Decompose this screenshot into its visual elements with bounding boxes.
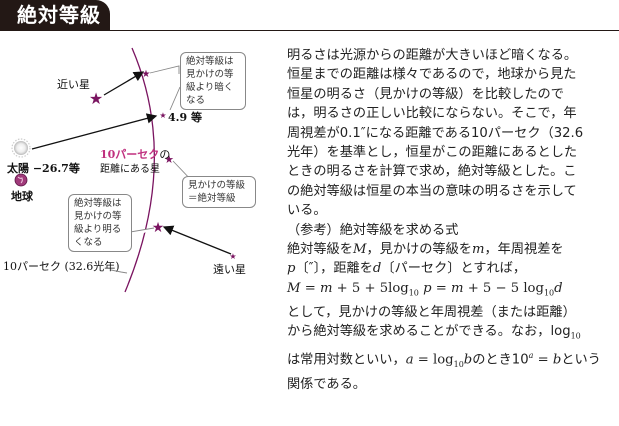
var-b: b <box>463 352 473 368</box>
var-M: M <box>352 242 367 258</box>
bubble-far-star: 絶対等級は 見かけの等 級より明る くなる <box>68 194 132 252</box>
text-line: 恒星の明るさ（見かけの等級）を比較したので <box>287 86 564 102</box>
text: ，見かけの等級を <box>366 242 472 258</box>
text: 〔パーセク〕とすれば， <box>381 261 527 277</box>
f: = <box>431 280 451 296</box>
f: = <box>300 280 320 296</box>
f: 10 <box>408 288 419 298</box>
var-b: b <box>552 352 562 368</box>
f: d <box>554 280 563 296</box>
f: m <box>319 280 333 296</box>
earth-label: 地球 <box>11 190 33 203</box>
text: ，年周視差を <box>484 242 564 258</box>
bubble-line: 絶対等級は <box>74 198 122 209</box>
ten-parsec-highlight: 10パーセク <box>100 148 160 161</box>
far-star-icon: ★ <box>229 252 236 261</box>
bubble-ten-parsec: 見かけの等級 ＝絶対等級 <box>182 176 256 208</box>
f: p <box>418 280 432 296</box>
text-line: は常用対数といい，a = log10bのとき10a = bという <box>287 346 617 374</box>
text: から絶対等級を求めることができる。なお，log <box>287 324 571 340</box>
far-star-arrow <box>162 225 232 255</box>
sun-label: 太陽 −26.7等 <box>7 162 80 175</box>
f: 10 <box>543 288 555 298</box>
text-line: 明るさは光源からの距離が大きいほど暗くなる。 <box>287 48 578 63</box>
reference-heading: （参考）絶対等級を求める式 <box>287 222 459 238</box>
text: 絶対等級を <box>287 242 353 258</box>
bubble-line: 見かけの等 <box>186 69 234 80</box>
far-star-moved-icon: ★ <box>152 220 165 236</box>
bubble-line: 級より暗く <box>186 82 234 93</box>
section-header-tab: 絶対等級 <box>0 0 110 31</box>
f: + 5 − 5 log <box>463 280 544 296</box>
formula-intro-2: p〔″〕，距離をd〔パーセク〕とすれば， <box>287 259 617 278</box>
sup: a <box>528 351 534 361</box>
ten-parsec-line2: 距離にある星 <box>100 164 160 175</box>
text-line: 関係である。 <box>287 376 366 392</box>
magnitude-label: 4.9 等 <box>168 111 202 124</box>
text: という <box>561 352 601 368</box>
near-star-icon: ★ <box>89 89 103 108</box>
text-line: 恒星までの距離は様々であるので，地球から見た <box>287 67 577 83</box>
bubble-line: 見かけの等級 <box>188 180 246 191</box>
text: = log <box>413 352 454 368</box>
f: + 5 + 5log <box>332 280 409 296</box>
formula: M = m + 5 + 5log10 p = m + 5 − 5 log10d <box>287 279 617 303</box>
bubble-line: ＝絶対等級 <box>188 193 236 204</box>
absolute-magnitude-diagram: ★ ★ ★ ★ ★ ★ 近い星 4.9 等 太陽 −26.7等 地球 10パーセ… <box>0 34 270 294</box>
text: = <box>533 352 553 368</box>
magnitude-star-icon: ★ <box>159 111 166 120</box>
var-m: m <box>471 242 485 258</box>
bubble-line: くなる <box>74 237 103 248</box>
bubble-line: 絶対等級は <box>186 56 234 67</box>
header-divider <box>0 30 619 31</box>
far-star-label: 遠い星 <box>213 263 246 276</box>
sun-arrow <box>31 113 158 150</box>
ten-parsec-star-label: 10パーセクの 距離にある星 <box>100 148 170 177</box>
arc-distance-label: 10パーセク (32.6光年) <box>3 260 120 273</box>
f: m <box>450 280 464 296</box>
explanation-text: 明るさは光源からの距離が大きいほど暗くなる。 恒星までの距離は様々であるので，地… <box>287 46 617 394</box>
text-line: の絶対等級は恒星の本当の意味の明るさを示して <box>287 183 577 199</box>
text: 〔″〕，距離を <box>295 261 373 277</box>
ten-parsec-suffix: の <box>159 148 171 161</box>
section-title: 絶対等級 <box>17 3 101 27</box>
text: は常用対数といい， <box>287 352 406 368</box>
var-a: a <box>405 352 414 368</box>
diagram-graphics: ★ ★ ★ ★ ★ ★ <box>11 47 237 293</box>
text-line: ときの明るさを計算で求め，絶対等級とした。こ <box>287 164 577 180</box>
bubble-line: なる <box>186 95 206 106</box>
sub: 10 <box>570 331 581 341</box>
f: M <box>287 280 301 296</box>
text: のとき10 <box>472 352 529 368</box>
var-d: d <box>372 261 382 277</box>
bubble-near-star: 絶対等級は 見かけの等 級より暗く なる <box>180 52 246 110</box>
ten-parsec-star-icon: ★ <box>164 153 174 166</box>
formula-intro-1: 絶対等級をM，見かけの等級をm，年周視差を <box>287 240 617 259</box>
near-star-arrow <box>103 71 145 96</box>
text-line: は，明るさの正しい比較にならない。そこで，年 <box>287 106 577 122</box>
var-p: p <box>287 261 296 277</box>
sun-icon <box>11 138 31 158</box>
sub: 10 <box>453 360 464 370</box>
text-line: 光年）を基準とし，恒星がこの距離にあるとした <box>287 145 578 161</box>
text-line: として，見かけの等級と年周視差（または距離） <box>287 304 576 320</box>
text-line: から絶対等級を求めることができる。なお，log10 <box>287 322 617 346</box>
near-star-label: 近い星 <box>57 78 90 91</box>
text-line: いる。 <box>287 203 327 219</box>
text-line: 周視差が0.1″になる距離である10パーセク（32.6 <box>287 125 584 141</box>
earth-icon <box>14 173 28 187</box>
bubble-line: 級より明る <box>74 224 122 235</box>
bubble-line: 見かけの等 <box>74 211 122 222</box>
near-star-moved-icon: ★ <box>142 69 151 80</box>
